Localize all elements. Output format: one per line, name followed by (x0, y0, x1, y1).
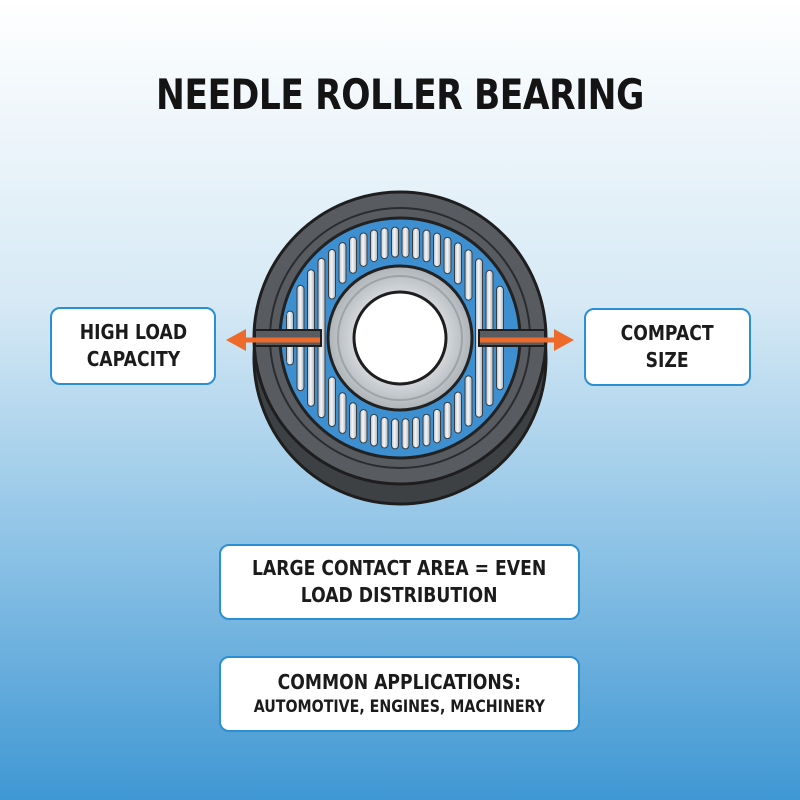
needle-roller (380, 227, 389, 260)
needle-roller (370, 229, 378, 263)
needle-roller (359, 232, 368, 267)
high-load-capacity-callout: HIGH LOAD CAPACITY (50, 307, 216, 385)
callout-line: COMPACT (620, 321, 715, 345)
applications-list: AUTOMOTIVE, ENGINES, MACHINERY (253, 697, 546, 716)
needle-roller (454, 391, 462, 434)
needle-roller (338, 242, 347, 284)
arrow-left-icon (226, 329, 320, 351)
contact-area-callout: LARGE CONTACT AREA = EVEN LOAD DISTRIBUT… (219, 544, 580, 620)
needle-roller (433, 232, 441, 268)
callout-line: LOAD DISTRIBUTION (301, 583, 498, 607)
needle-roller (412, 416, 420, 449)
needle-roller (391, 418, 399, 450)
needle-roller (454, 242, 462, 285)
needle-roller (422, 413, 431, 447)
needle-roller (401, 226, 410, 258)
callout-line: LARGE CONTACT AREA = EVEN (252, 556, 547, 580)
page-title: NEEDLE ROLLER BEARING (156, 70, 644, 119)
needle-roller (412, 227, 420, 260)
bore (352, 290, 448, 386)
needle-roller (349, 402, 357, 440)
needle-roller (370, 413, 378, 447)
needle-roller (464, 249, 473, 301)
needle-roller (464, 375, 473, 427)
callout-line: HIGH LOAD (79, 320, 187, 344)
needle-roller (328, 376, 336, 427)
applications-callout: COMMON APPLICATIONS: AUTOMOTIVE, ENGINES… (219, 656, 580, 732)
needle-roller (349, 236, 357, 274)
arrow-right-icon (480, 329, 574, 351)
needle-roller (443, 401, 452, 440)
needle-roller (391, 226, 399, 258)
needle-roller-bearing-icon (252, 190, 548, 506)
needle-roller (338, 392, 347, 434)
callout-line: CAPACITY (86, 347, 180, 371)
compact-size-callout: COMPACT SIZE (584, 308, 751, 386)
needle-roller (401, 418, 410, 450)
needle-roller (422, 229, 431, 263)
needle-roller (328, 249, 336, 300)
callout-line: SIZE (645, 348, 689, 372)
needle-roller (380, 416, 389, 449)
needle-roller (359, 409, 368, 444)
applications-heading: COMMON APPLICATIONS: (277, 670, 522, 694)
needle-roller (433, 408, 441, 444)
needle-roller (443, 236, 452, 275)
